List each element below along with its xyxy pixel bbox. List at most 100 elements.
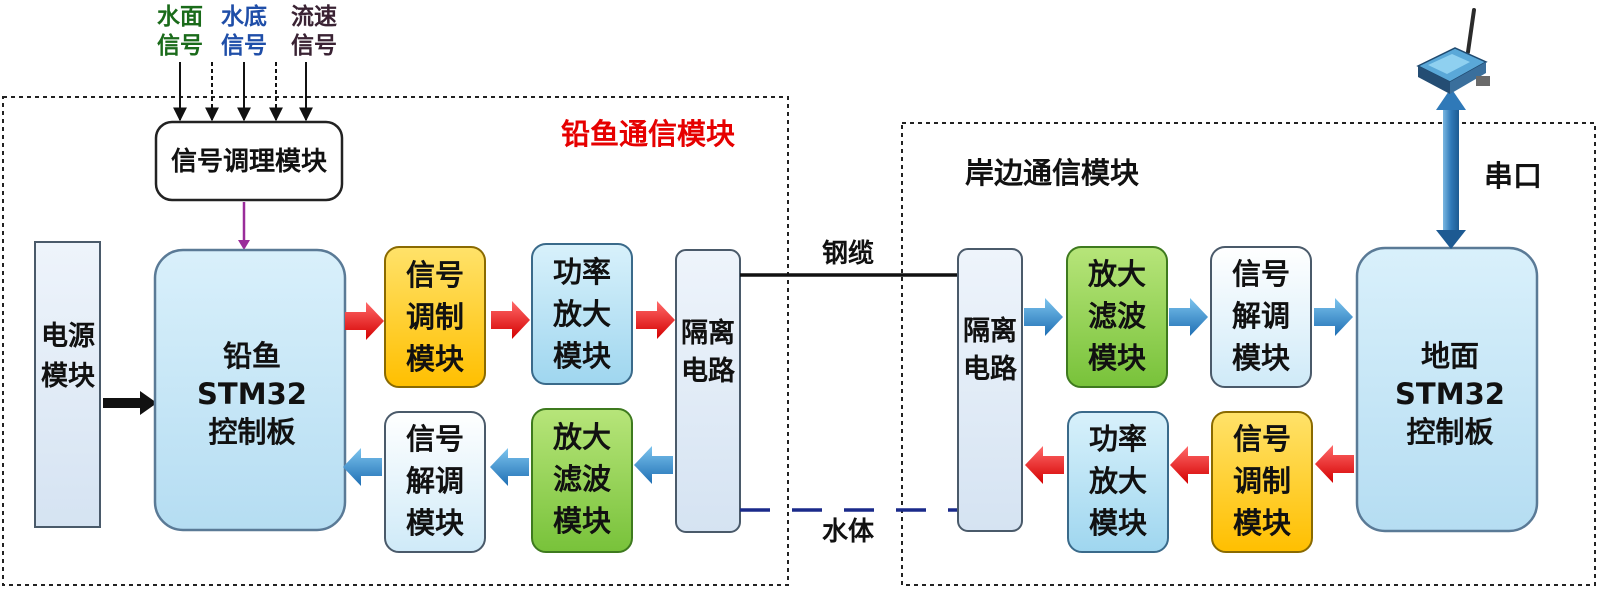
right-amplifier-label: 功率 放大 模块 — [1088, 422, 1147, 540]
right-tx-arrow-2 — [1170, 446, 1209, 484]
left-tx-arrow-3 — [636, 301, 675, 339]
right-isolation-label: 隔离 电路 — [963, 315, 1018, 385]
left-module-title: 铅鱼通信模块 — [561, 117, 735, 151]
left-demodulation-module — [384, 411, 486, 553]
right-isolation-char-2: 电路 — [963, 353, 1018, 385]
right-tx-arrow-1 — [1315, 445, 1354, 483]
right-amplifier-line3: 模块 — [1089, 506, 1147, 540]
flow-signal-line2: 信号 — [291, 32, 337, 59]
bottom-signal-line2: 信号 — [221, 32, 267, 59]
right-demodulation-line2: 解调 — [1232, 299, 1290, 333]
power-module — [34, 241, 101, 528]
left-demodulation-line1: 信号 — [406, 422, 464, 456]
left-amplifier-module — [531, 243, 633, 385]
left-filter-line1: 放大 — [552, 420, 611, 454]
right-demodulation-module — [1210, 246, 1312, 388]
right-rx-arrow-3 — [1314, 298, 1353, 336]
bottom-signal-label: 水底 信号 — [221, 3, 267, 59]
left-rx-arrow-2 — [490, 448, 529, 486]
left-module-frame — [2, 96, 789, 586]
left-amplifier-label: 功率 放大 模块 — [552, 255, 611, 373]
left-modulation-line2: 调制 — [406, 300, 464, 334]
left-isolation-label: 隔离 电路 — [681, 317, 736, 387]
left-modulation-line1: 信号 — [406, 258, 464, 292]
right-modulation-line2: 调制 — [1233, 464, 1291, 498]
right-isolation-circuit — [957, 248, 1023, 532]
ground-controller — [1355, 246, 1539, 533]
right-modulation-line1: 信号 — [1233, 422, 1291, 456]
lead-fish-controller-line3: 控制板 — [208, 415, 296, 449]
left-tx-arrow-1 — [345, 302, 384, 340]
left-modulation-module — [384, 246, 486, 388]
left-demodulation-line2: 解调 — [406, 464, 464, 498]
left-rx-arrow-1 — [634, 446, 673, 484]
left-filter-line3: 模块 — [553, 504, 611, 538]
left-demodulation-line3: 模块 — [406, 506, 464, 540]
surface-signal-label: 水面 信号 — [157, 4, 203, 59]
left-modulation-line3: 模块 — [406, 342, 464, 376]
left-demodulation-label: 信号 解调 模块 — [406, 422, 464, 540]
lead-fish-controller — [153, 248, 347, 532]
left-amplifier-line1: 功率 — [553, 255, 611, 289]
left-amplifier-line3: 模块 — [553, 339, 611, 373]
surface-signal-line1: 水面 — [157, 4, 203, 30]
ground-controller-label: 地面 STM32 控制板 — [1395, 339, 1505, 449]
right-modulation-label: 信号 调制 模块 — [1233, 422, 1291, 540]
right-rx-arrow-2 — [1169, 298, 1208, 336]
left-modulation-label: 信号 调制 模块 — [406, 258, 464, 376]
surface-signal-line2: 信号 — [157, 32, 203, 59]
right-demodulation-label: 信号 解调 模块 — [1232, 257, 1290, 375]
right-amplifier-line1: 功率 — [1089, 422, 1147, 456]
steel-cable-label: 钢缆 — [822, 238, 874, 269]
right-module-frame — [901, 122, 1596, 586]
right-amplifier-module — [1067, 411, 1169, 553]
lead-fish-controller-label: 铅鱼 STM32 控制板 — [197, 339, 307, 449]
power-module-label: 电源 模块 — [41, 321, 96, 392]
conditioning-module-label: 信号调理模块 — [171, 147, 327, 177]
right-tx-arrow-3 — [1025, 446, 1064, 484]
right-filter-line2: 滤波 — [1088, 299, 1147, 333]
right-rx-arrow-1 — [1024, 298, 1063, 336]
right-demodulation-line1: 信号 — [1232, 257, 1290, 291]
right-modulation-module — [1211, 411, 1313, 553]
left-tx-arrow-2 — [491, 301, 530, 339]
left-filter-line2: 滤波 — [553, 462, 612, 496]
conditioning-to-controller-arrowhead — [238, 240, 250, 250]
right-filter-line1: 放大 — [1087, 257, 1146, 291]
right-isolation-char-1: 隔离 — [963, 315, 1017, 347]
left-isolation-circuit — [675, 249, 741, 533]
left-isolation-char-1: 隔离 — [681, 317, 735, 349]
ground-controller-line2: STM32 — [1395, 377, 1505, 411]
right-module-title: 岸边通信模块 — [965, 156, 1139, 190]
flow-signal-line1: 流速 — [291, 3, 337, 30]
signal-input-arrows — [173, 62, 313, 122]
wireless-router-icon — [1416, 8, 1490, 94]
conditioning-module — [154, 120, 344, 202]
left-rx-arrow-3 — [343, 448, 382, 486]
right-filter-module — [1066, 246, 1168, 388]
power-char-2: 模块 — [41, 361, 96, 392]
serial-port-label: 串口 — [1484, 159, 1542, 193]
power-char-1: 电源 — [41, 321, 95, 352]
serial-port-arrow — [1436, 88, 1466, 249]
lead-fish-controller-line1: 铅鱼 — [223, 339, 281, 373]
lead-fish-controller-line2: STM32 — [197, 377, 307, 411]
flow-signal-label: 流速 信号 — [291, 3, 337, 59]
right-filter-label: 放大 滤波 模块 — [1087, 257, 1147, 375]
right-modulation-line3: 模块 — [1233, 506, 1291, 540]
right-demodulation-line3: 模块 — [1232, 341, 1290, 375]
bottom-signal-line1: 水底 — [221, 3, 267, 30]
ground-controller-line1: 地面 — [1421, 339, 1479, 373]
water-link-label: 水体 — [822, 517, 875, 547]
left-isolation-char-2: 电路 — [681, 355, 736, 387]
power-arrow-shaft — [103, 398, 143, 408]
left-amplifier-line2: 放大 — [552, 297, 611, 331]
left-filter-label: 放大 滤波 模块 — [552, 420, 612, 538]
power-arrow-head — [140, 391, 157, 415]
right-filter-line3: 模块 — [1088, 341, 1146, 375]
left-filter-module — [531, 408, 633, 553]
right-amplifier-line2: 放大 — [1088, 464, 1147, 498]
ground-controller-line3: 控制板 — [1406, 415, 1494, 449]
